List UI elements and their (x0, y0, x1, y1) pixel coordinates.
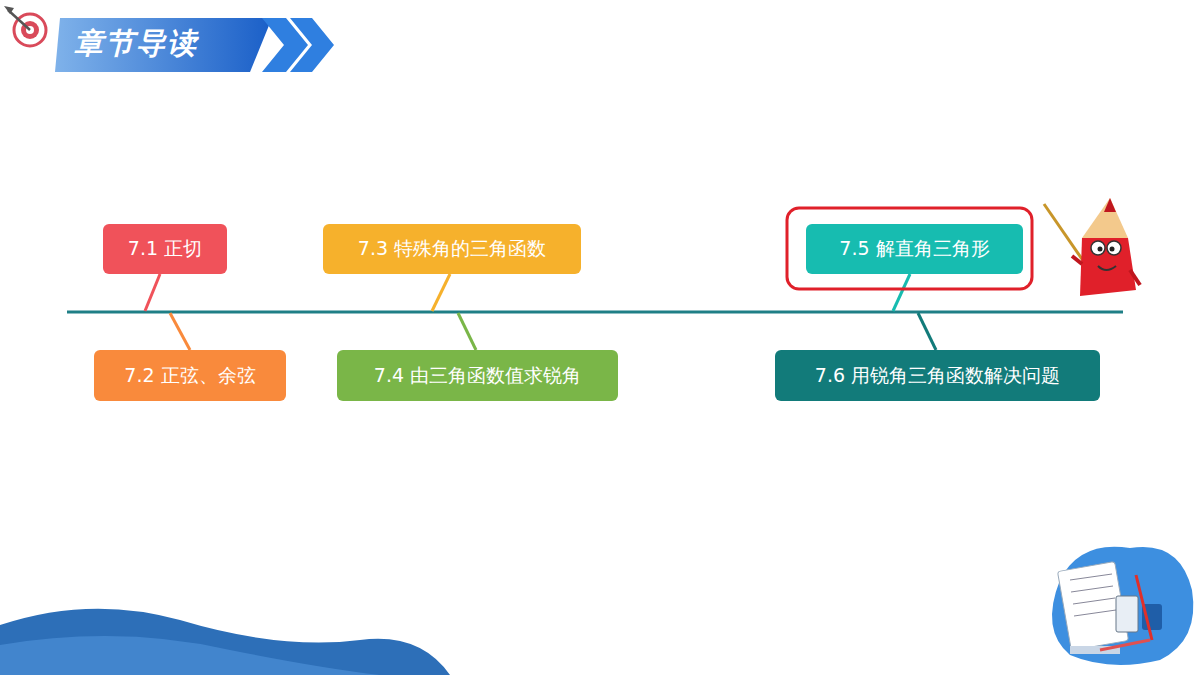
section-label: 7.4 由三角函数值求锐角 (374, 363, 581, 389)
section-box: 7.4 由三角函数值求锐角 (337, 350, 618, 401)
section-box: 7.6 用锐角三角函数解决问题 (775, 350, 1100, 401)
section-label: 7.2 正弦、余弦 (124, 363, 255, 389)
section-label: 7.5 解直角三角形 (839, 236, 989, 262)
section-label: 7.3 特殊角的三角函数 (358, 236, 546, 262)
chapter-title: 章节导读 (74, 24, 198, 64)
section-box: 7.5 解直角三角形 (806, 224, 1023, 274)
section-label: 7.1 正切 (128, 236, 202, 262)
section-label: 7.6 用锐角三角函数解决问题 (815, 363, 1060, 389)
section-box: 7.2 正弦、余弦 (94, 350, 286, 401)
section-box: 7.3 特殊角的三角函数 (323, 224, 581, 274)
section-box: 7.1 正切 (103, 224, 227, 274)
